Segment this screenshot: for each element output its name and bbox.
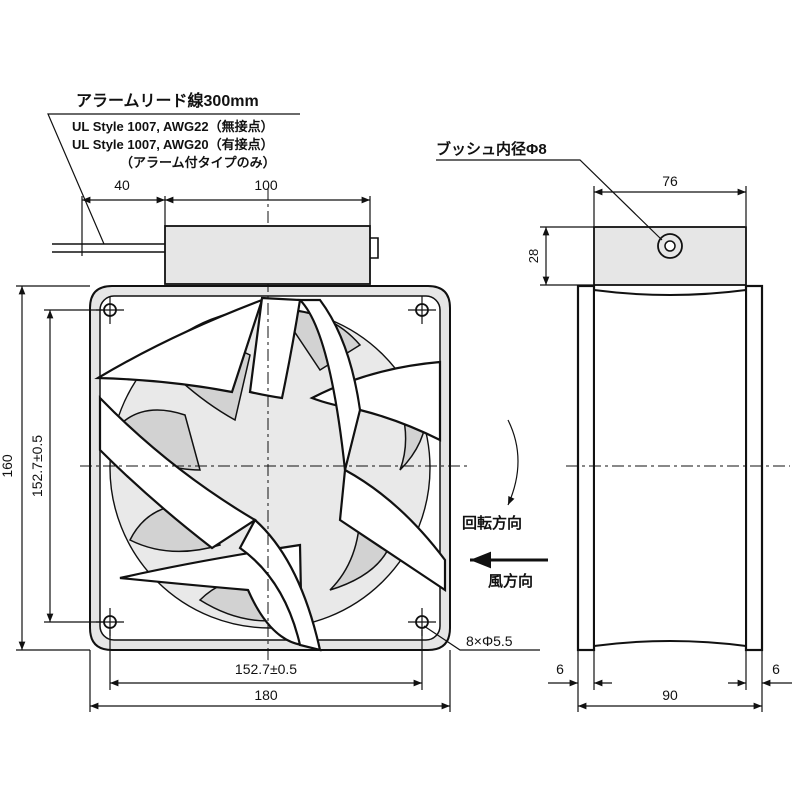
annotations: アラームリード線300mm UL Style 1007, AWG22（無接点） … — [0, 91, 780, 703]
bushing-label: ブッシュ内径Φ8 — [436, 140, 547, 158]
side-flange-left — [576, 284, 596, 652]
frame-rib — [297, 298, 362, 471]
dim-flange-left: 6 — [556, 661, 564, 677]
mounting-holes — [96, 296, 436, 636]
frame-rib — [338, 468, 447, 593]
holes-label: 8×Φ5.5 — [466, 633, 513, 649]
lead-wire — [52, 243, 165, 253]
dim-hole-pitch-vertical: 152.7±0.5 — [29, 435, 45, 497]
lead-spec-1: UL Style 1007, AWG22（無接点） — [72, 119, 274, 134]
front-view — [47, 113, 470, 660]
rotation-arrow — [507, 419, 519, 506]
frame-rib — [248, 296, 302, 400]
dim-flange-right: 6 — [772, 661, 780, 677]
dim-side-height: 28 — [526, 249, 541, 263]
front-dimensions — [16, 196, 540, 712]
dim-overall-height: 160 — [0, 454, 15, 478]
dim-top-width: 100 — [254, 177, 278, 193]
side-flange-right — [744, 284, 764, 652]
frame-rib — [238, 518, 322, 652]
frame-rib — [119, 543, 304, 647]
dim-top-left: 40 — [114, 177, 130, 193]
side-body — [593, 288, 747, 648]
lead-spec-3: （アラーム付タイプのみ） — [120, 155, 276, 170]
lead-spec-2: UL Style 1007, AWG20（有接点） — [72, 137, 274, 152]
dim-hole-pitch-horizontal: 152.7±0.5 — [235, 661, 297, 677]
side-view — [436, 159, 792, 712]
dim-side-depth-top: 76 — [662, 173, 678, 189]
airflow-label: 風方向 — [488, 572, 533, 590]
rotation-label: 回転方向 — [462, 514, 522, 532]
dim-depth: 90 — [662, 687, 678, 703]
lead-title: アラームリード線300mm — [76, 91, 259, 110]
motor-housing — [164, 225, 371, 285]
dim-overall-width: 180 — [254, 687, 278, 703]
